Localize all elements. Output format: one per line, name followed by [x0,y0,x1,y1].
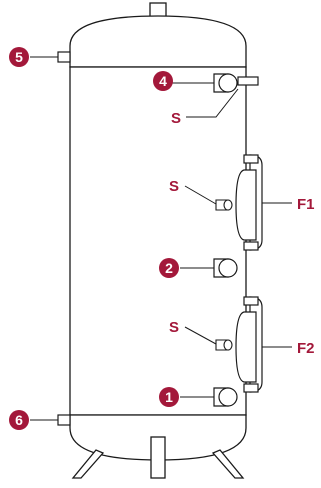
sensor-low [215,339,233,351]
badge-1: 1 [159,387,179,407]
nozzle-4 [172,73,259,93]
sensor-label-low: S [169,319,179,336]
badge-6-text: 6 [15,412,23,428]
badge-5-text: 5 [15,49,23,65]
flange-f2 [235,296,263,393]
badge-1-text: 1 [165,389,173,405]
flange-label-f2: F2 [297,340,315,357]
nozzle-6-stub [57,414,71,426]
nozzle-2 [180,258,238,278]
badge-2: 2 [159,258,179,278]
badge-4: 4 [153,71,173,91]
badge-6: 6 [9,410,29,430]
badge-2-text: 2 [165,260,173,276]
flange-label-f1: F1 [297,196,315,213]
tank-legs [71,436,245,479]
badge-5: 5 [9,47,29,67]
top-dome [69,15,247,68]
sensor-label-top: S [171,110,181,127]
sensor-mid [215,199,233,211]
top-nozzle [149,2,167,18]
flange-f1 [235,154,263,251]
nozzle-1 [180,387,238,407]
badge-4-text: 4 [159,73,167,89]
nozzle-5-stub [57,51,71,63]
tank-body [69,66,247,416]
sensor-label-mid: S [169,178,179,195]
